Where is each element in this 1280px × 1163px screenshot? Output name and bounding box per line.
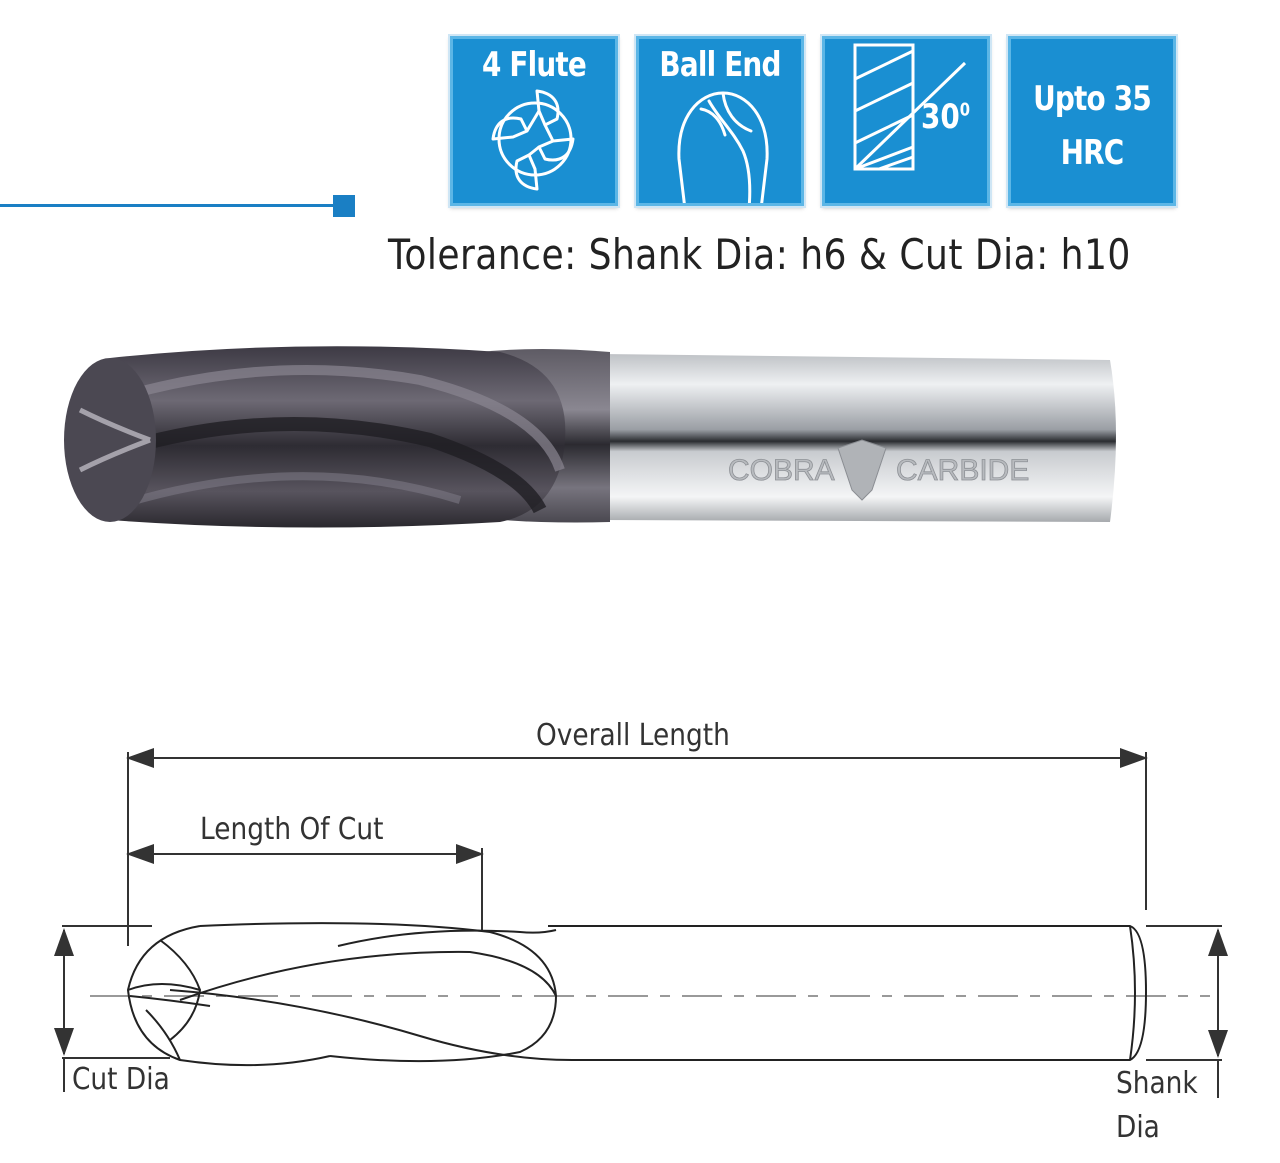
accent-square <box>333 195 355 217</box>
shank-dia-label-line1: Shank <box>1116 1066 1198 1101</box>
overall-length-label: Overall Length <box>536 718 730 753</box>
badge-ball-end: Ball End <box>636 36 804 206</box>
brand-right-text: CARBIDE <box>896 454 1029 487</box>
badge-helix-angle: 300 <box>822 36 990 206</box>
shank-dia-label-line2: Dia <box>1116 1110 1160 1145</box>
ball-end-tip-icon <box>677 91 769 203</box>
product-photo-end-mill: COBRA CARBIDE <box>64 346 1116 528</box>
badge-ball-end-label: Ball End <box>659 45 781 85</box>
tool-outline <box>126 922 1148 1067</box>
badge-hardness-line2: HRC <box>1060 133 1125 173</box>
badge-4-flute: 4 Flute <box>450 36 618 206</box>
tolerance-text: Tolerance: Shank Dia: h6 & Cut Dia: h10 <box>388 230 1131 279</box>
badge-hardness-line1: Upto 35 <box>1033 79 1152 119</box>
helix-angle-icon <box>853 43 967 171</box>
cobra-logo-icon <box>837 439 887 501</box>
length-of-cut-label: Length Of Cut <box>200 812 384 847</box>
flute-body <box>64 346 566 528</box>
dimension-drawing <box>54 748 1228 1098</box>
accent-line <box>0 204 340 207</box>
badge-hardness: Upto 35 HRC <box>1008 36 1176 206</box>
helix-angle-value: 300 <box>921 97 971 137</box>
badge-4-flute-label: 4 Flute <box>481 45 587 85</box>
four-flute-cross-section-icon <box>491 89 575 191</box>
brand-left-text: COBRA <box>728 454 835 487</box>
shank-body <box>600 354 1116 522</box>
cut-dia-label: Cut Dia <box>72 1062 170 1097</box>
